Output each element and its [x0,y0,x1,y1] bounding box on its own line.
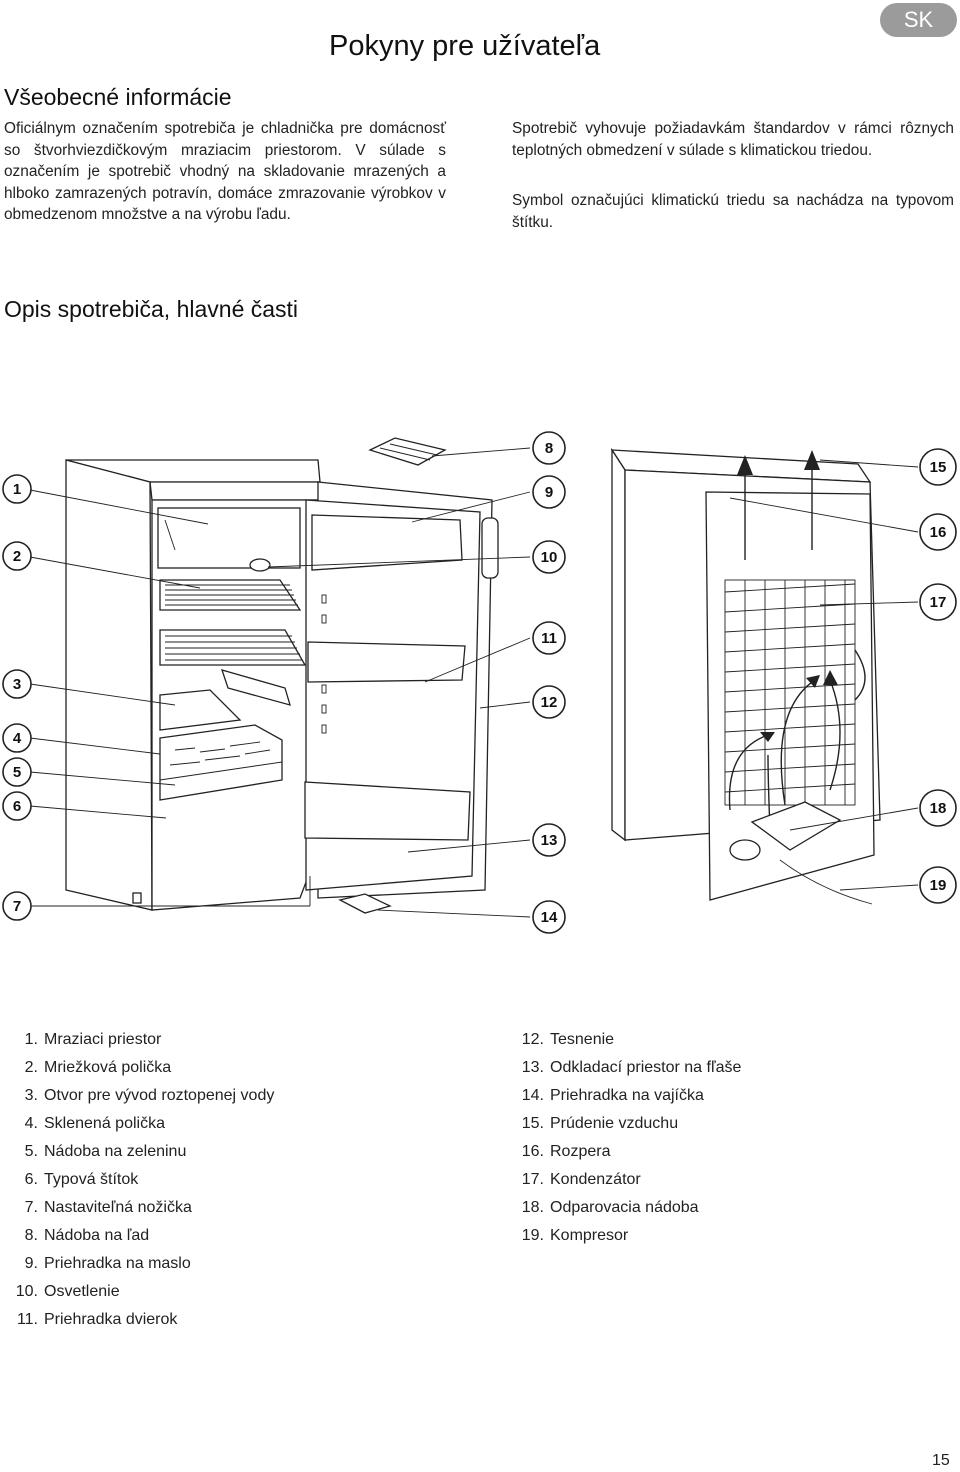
svg-text:12: 12 [541,694,558,711]
svg-text:7: 7 [13,898,21,915]
ice-tray [368,437,447,466]
svg-text:11: 11 [541,630,557,647]
list-item: 6.Typová štítok [24,1171,139,1188]
list-item: 8.Nádoba na ľad [24,1227,150,1244]
list-item: 19.Kompresor [521,1227,629,1244]
appliance-diagram: 1 2 3 4 5 6 7 8 9 10 11 12 13 14 15 16 1… [2,431,957,934]
parts-list-right: 12.Tesnenie 13.Odkladací priestor na fľa… [506,1026,946,1250]
parts-heading: Opis spotrebiča, hlavné časti [4,296,299,322]
callout-5: 5 [2,757,32,787]
list-item: 7.Nastaviteľná nožička [24,1199,192,1216]
wire-shelf-2 [159,629,307,666]
fridge-door [304,481,499,899]
svg-text:2: 2 [13,548,21,565]
callout-7: 7 [2,891,32,921]
list-item: 14.Priehradka na vajíčka [521,1087,704,1104]
callout-14: 14 [532,900,566,934]
general-info-paragraph: Oficiálnym označením spotrebiča je chlad… [4,120,446,223]
callout-15: 15 [919,448,957,486]
list-item: 5.Nádoba na zeleninu [24,1143,187,1160]
climate-class-paragraph: Spotrebič vyhovuje požiadavkám štandardo… [512,120,954,159]
climate-symbol-paragraph: Symbol označujúci klimatickú triedu sa n… [512,192,954,231]
list-item: 17.Kondenzátor [521,1171,641,1188]
callout-2: 2 [2,541,32,571]
svg-text:19: 19 [930,877,947,894]
svg-text:4: 4 [13,730,22,747]
callout-17: 17 [919,583,957,621]
callout-12: 12 [532,685,566,719]
svg-text:17: 17 [930,594,947,611]
list-item: 18.Odparovacia nádoba [521,1199,699,1216]
list-item: 16.Rozpera [521,1143,611,1160]
svg-text:13: 13 [541,832,558,849]
list-item: 15.Prúdenie vzduchu [521,1115,679,1132]
page-number: 15 [932,1452,950,1469]
callout-19: 19 [919,866,957,904]
callout-3: 3 [2,669,32,699]
callout-8: 8 [532,431,566,465]
list-item: 3.Otvor pre vývod roztopenej vody [24,1087,275,1104]
compressor [750,801,842,851]
svg-text:5: 5 [13,764,21,781]
svg-text:3: 3 [13,676,21,693]
list-item: 9.Priehradka na maslo [24,1255,191,1272]
callout-4: 4 [2,723,32,753]
condenser-coil [724,579,856,806]
callout-13: 13 [532,823,566,857]
callout-1: 1 [2,474,32,504]
egg-tray [338,893,392,914]
list-item: 2.Mriežková polička [24,1059,172,1076]
list-item: 4.Sklenená polička [24,1115,165,1132]
svg-text:1: 1 [13,481,21,498]
svg-text:15: 15 [930,459,947,476]
page-title: Pokyny pre užívateľa [329,30,601,62]
list-item: 12.Tesnenie [521,1031,615,1048]
list-item: 10.Osvetlenie [15,1283,120,1300]
parts-list-left: 1.Mraziaci priestor 2.Mriežková polička … [0,1026,470,1334]
list-item: 11.Priehradka dvierok [16,1311,178,1328]
svg-text:18: 18 [930,800,947,817]
general-info-heading: Všeobecné informácie [4,84,232,110]
callout-16: 16 [919,513,957,551]
svg-text:10: 10 [541,549,558,566]
svg-text:8: 8 [545,440,553,457]
callout-9: 9 [532,475,566,509]
callout-10: 10 [532,540,566,574]
callout-6: 6 [2,791,32,821]
front-fridge-illustration [29,437,531,918]
svg-text:16: 16 [930,524,947,541]
svg-text:6: 6 [13,798,21,815]
list-item: 1.Mraziaci priestor [24,1031,162,1048]
svg-text:9: 9 [545,484,553,501]
language-badge: SK [880,3,957,37]
svg-text:14: 14 [541,909,558,926]
list-item: 13.Odkladací priestor na fľaše [521,1059,742,1076]
callout-18: 18 [919,789,957,827]
callout-11: 11 [532,621,566,655]
rear-fridge-illustration [610,447,919,905]
airflow-arrows [728,450,866,831]
